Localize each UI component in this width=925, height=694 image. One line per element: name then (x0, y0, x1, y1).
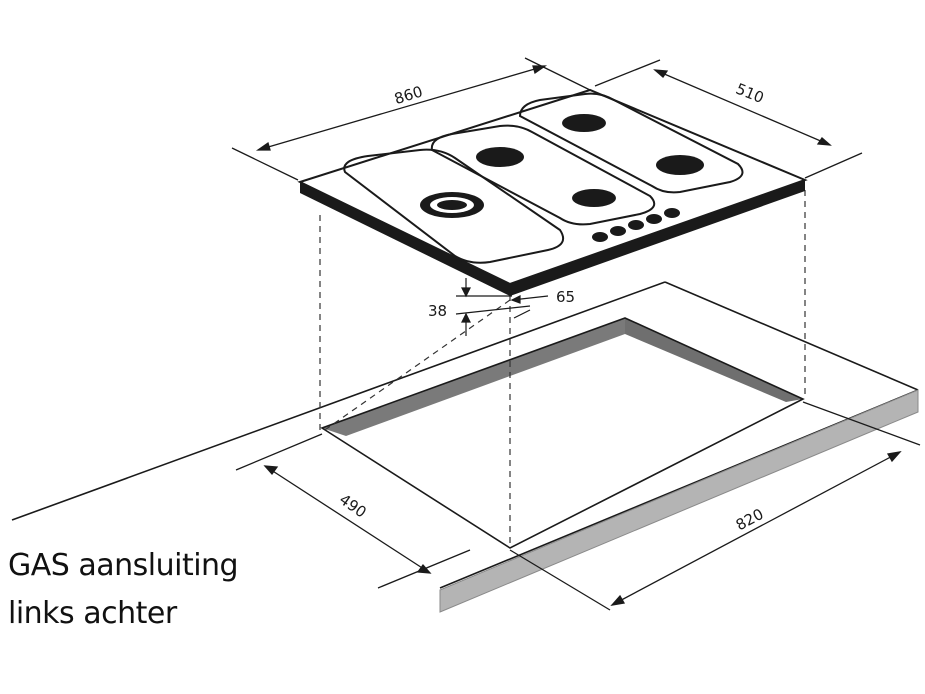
gas-connection-note-line-1: GAS aansluiting (8, 548, 239, 583)
countertop (11, 281, 919, 613)
burner-right-front (656, 155, 704, 175)
burner-right-back (562, 114, 606, 132)
cutout-outline (320, 317, 805, 549)
dimension-860-label: 860 (392, 82, 425, 108)
dimension-38-label: 38 (428, 302, 447, 320)
dimension-65: 65 (510, 288, 575, 319)
cutout-opening (320, 317, 805, 549)
projection-lines (319, 190, 806, 548)
countertop-right-back-edge (664, 281, 919, 391)
hob-top-plate (297, 88, 808, 286)
hob-front-edge (300, 182, 510, 296)
countertop-front-face (439, 389, 919, 613)
burner-wok (420, 192, 484, 218)
dimension-65-label: 65 (556, 288, 575, 306)
dimension-510-label: 510 (733, 80, 766, 107)
burner-middle-front (572, 189, 616, 207)
burner-middle-back (476, 147, 524, 167)
dimension-38: 38 (428, 278, 531, 336)
gas-connection-note-line-2: links achter (8, 596, 177, 631)
control-knobs (592, 208, 680, 242)
gas-hob (297, 88, 808, 296)
countertop-back-edge (11, 281, 666, 521)
hob-zone-right-panel (518, 92, 744, 194)
hob-zone-middle-panel (430, 124, 656, 226)
dimension-490: 490 (235, 433, 471, 589)
dimension-490-label: 490 (336, 490, 370, 521)
cutout-left-wall (322, 318, 625, 436)
hob-zone-left-panel (343, 148, 564, 264)
hob-right-edge (510, 180, 805, 296)
dimension-820-label: 820 (733, 505, 767, 534)
